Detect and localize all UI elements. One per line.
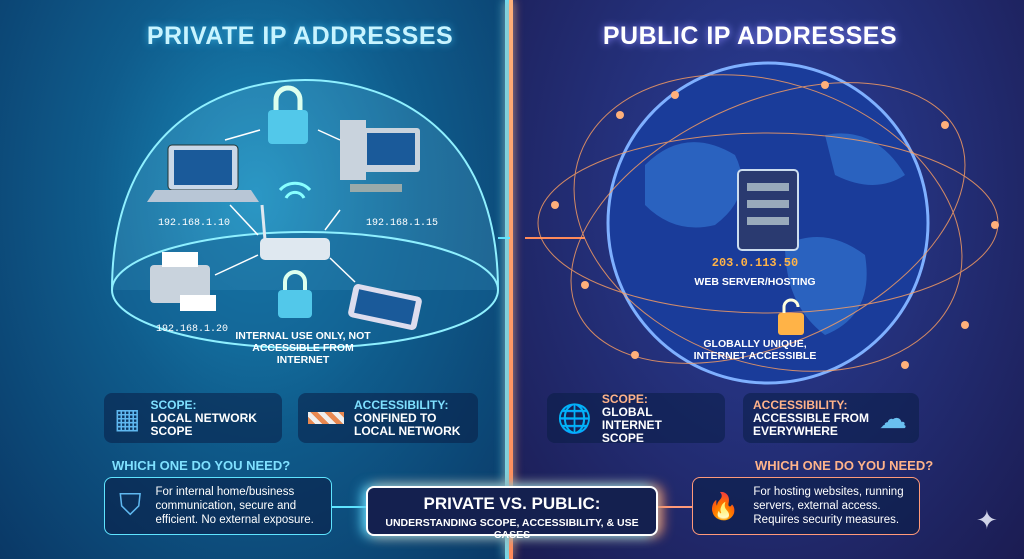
access-line: LOCAL NETWORK bbox=[354, 424, 461, 438]
use-line: Requires security measures. bbox=[753, 514, 900, 526]
scope-heading: SCOPE: bbox=[601, 391, 648, 406]
printer-icon bbox=[150, 252, 216, 311]
scope-line: LOCAL NETWORK bbox=[150, 411, 257, 425]
laptop-icon bbox=[147, 144, 259, 202]
public-need-heading: WHICH ONE DO YOU NEED? bbox=[755, 458, 934, 473]
ip-desktop: 192.168.1.15 bbox=[366, 218, 439, 229]
access-line: ACCESSIBLE FROM bbox=[753, 411, 870, 425]
access-line: EVERYWHERE bbox=[753, 424, 838, 438]
local-network-dome-illustration bbox=[111, 78, 510, 349]
ip-printer: 192.168.1.20 bbox=[156, 324, 229, 335]
firewall-icon: 🔥 bbox=[707, 491, 740, 521]
server-label: WEB SERVER/HOSTING bbox=[694, 276, 816, 288]
use-line: For internal home/business bbox=[155, 486, 295, 498]
scope-line: SCOPE bbox=[150, 424, 193, 438]
globe-icon: 🌐 bbox=[557, 402, 592, 434]
private-need-heading: WHICH ONE DO YOU NEED? bbox=[112, 458, 291, 473]
padlock-icon-2 bbox=[278, 270, 312, 318]
access-line: CONFINED TO bbox=[354, 411, 437, 425]
use-line: communication, secure and bbox=[155, 500, 297, 512]
shield-icon: ⛉ bbox=[119, 489, 142, 522]
scope-line: GLOBAL INTERNET bbox=[601, 404, 662, 432]
private-use-box: ⛉ For internal home/business communicatio… bbox=[104, 477, 332, 535]
public-caption: GLOBALLY UNIQUE,INTERNET ACCESSIBLE bbox=[693, 338, 817, 362]
router-icon bbox=[260, 181, 330, 260]
connector bbox=[658, 506, 692, 508]
center-title: PRIVATE VS. PUBLIC: bbox=[423, 494, 601, 513]
access-heading: ACCESSIBILITY: bbox=[354, 398, 449, 412]
use-line: servers, external access. bbox=[753, 500, 881, 512]
building-icon: ▦ bbox=[114, 402, 141, 434]
divider-glow bbox=[509, 0, 513, 559]
server-icon bbox=[737, 169, 799, 251]
cloud-upload-icon: ☁ bbox=[879, 402, 908, 434]
globe-network-illustration bbox=[525, 61, 999, 385]
scope-heading: SCOPE: bbox=[150, 398, 197, 412]
center-title-box: PRIVATE VS. PUBLIC: UNDERSTANDING SCOPE,… bbox=[366, 486, 658, 541]
use-line: efficient. No external exposure. bbox=[155, 514, 314, 526]
ip-laptop: 192.168.1.10 bbox=[158, 218, 231, 229]
scope-line: SCOPE bbox=[601, 430, 644, 445]
public-use-box: 🔥 For hosting websites, running servers, … bbox=[692, 477, 920, 535]
padlock-icon bbox=[268, 85, 308, 144]
divider bbox=[505, 0, 509, 559]
connector bbox=[332, 506, 366, 508]
use-line: For hosting websites, running bbox=[753, 486, 904, 498]
private-title: PRIVATE IP ADDRESSES bbox=[146, 22, 454, 50]
barrier-icon bbox=[308, 412, 344, 424]
center-subtitle: UNDERSTANDING SCOPE, ACCESSIBILITY, & US… bbox=[385, 517, 639, 541]
smartphone-icon bbox=[348, 284, 422, 330]
public-title: PUBLIC IP ADDRESSES bbox=[602, 22, 898, 50]
padlock-icon-public bbox=[778, 298, 804, 335]
public-ip: 203.0.113.50 bbox=[711, 256, 799, 270]
access-heading: ACCESSIBILITY: bbox=[753, 398, 848, 412]
desktop-computer-icon bbox=[340, 120, 420, 192]
sparkle-icon: ✦ bbox=[976, 505, 998, 535]
